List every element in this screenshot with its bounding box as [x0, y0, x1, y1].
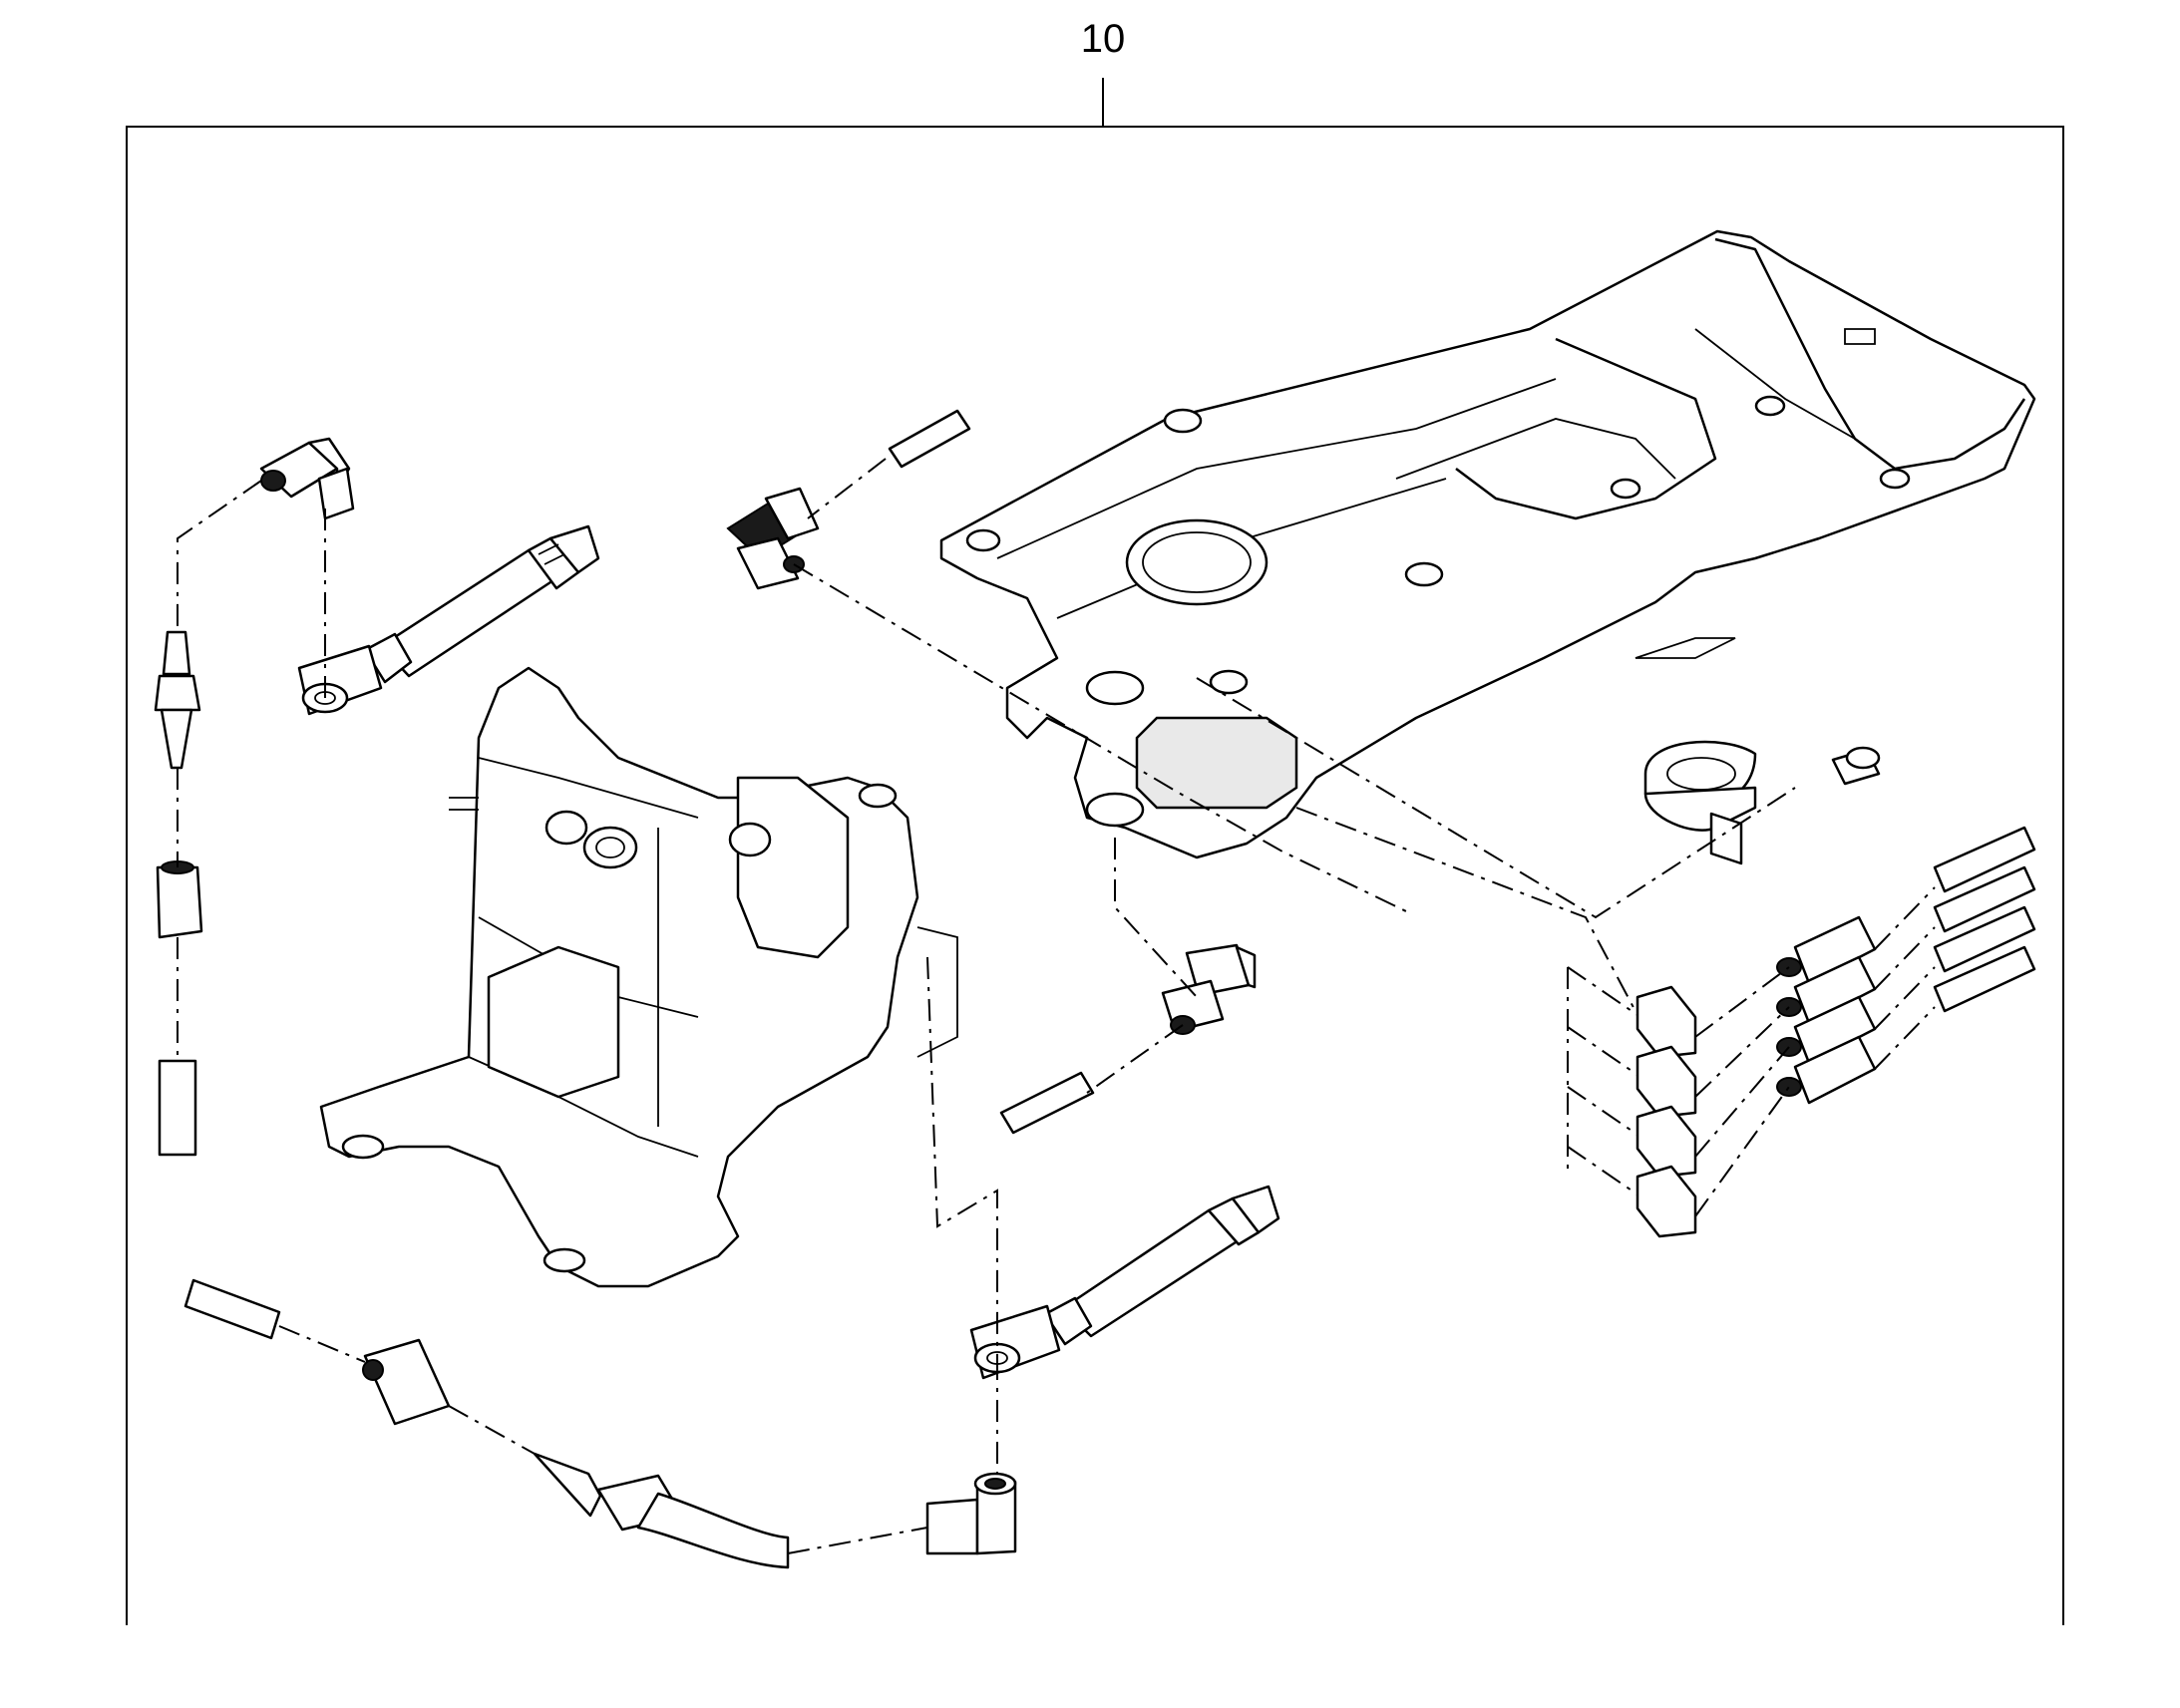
straight-fitting-icon[interactable] — [362, 1338, 451, 1426]
straight-fitting-icon[interactable] — [156, 860, 203, 939]
steering-cylinder-icon[interactable] — [297, 524, 600, 716]
bolt-icon[interactable] — [1831, 746, 1881, 786]
hose-icon[interactable] — [533, 1452, 790, 1569]
callout-number[interactable]: 10 — [1081, 17, 1126, 61]
assembly-frame — [126, 126, 2064, 1625]
elbow-fitting-icon[interactable] — [726, 487, 820, 590]
tube-icon[interactable] — [158, 409, 2036, 1340]
steering-cylinder-icon[interactable] — [969, 1185, 1280, 1380]
straight-fitting-icon[interactable] — [154, 630, 201, 770]
elbow-fitting-icon[interactable] — [925, 1472, 1017, 1555]
elbow-fitting-icon[interactable] — [259, 437, 355, 520]
elbow-fitting-icon[interactable] — [1635, 985, 1697, 1238]
front-frame-icon[interactable] — [319, 666, 958, 1288]
elbow-fitting-icon[interactable] — [1161, 943, 1257, 1035]
assembly-lines — [177, 458, 1936, 1554]
clamp-icon[interactable] — [1643, 740, 1757, 865]
straight-fitting-icon[interactable] — [1776, 915, 1877, 1105]
rear-frame-icon[interactable] — [939, 229, 2036, 859]
